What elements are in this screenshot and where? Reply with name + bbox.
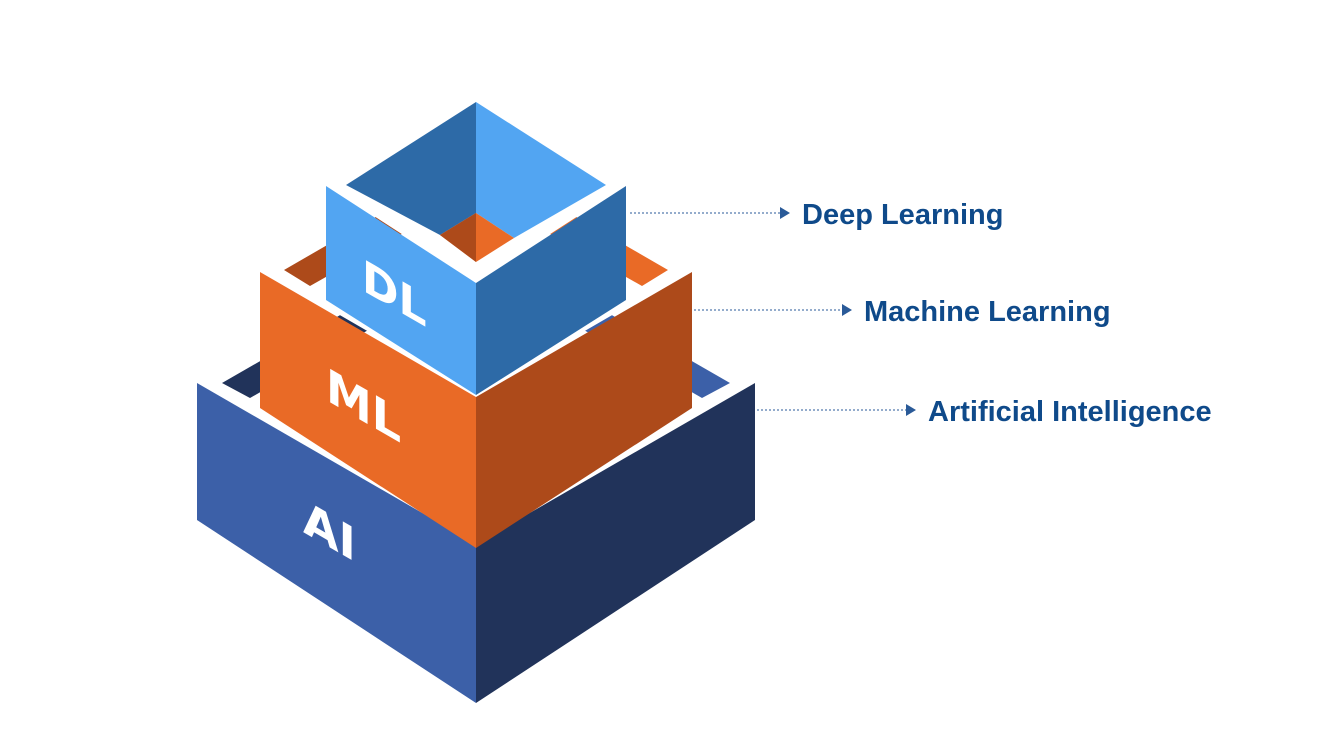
callout-artificial-intelligence-label: Artificial Intelligence xyxy=(928,396,1212,428)
ai-box-right-face xyxy=(476,383,755,703)
ml-box-right-face xyxy=(476,272,692,548)
callout-deep-learning-label: Deep Learning xyxy=(802,199,1003,231)
dl-box-left-face xyxy=(326,186,476,395)
ai-box-left-face xyxy=(197,383,476,703)
dl-box-inner-floor-glimpse-shade xyxy=(440,213,476,262)
ml-box-left-face xyxy=(260,272,476,548)
callout-machine-learning: Machine Learning xyxy=(694,296,1111,328)
callout-deep-learning-arrowhead xyxy=(780,207,790,219)
callout-machine-learning-arrowhead xyxy=(842,304,852,316)
dl-box-right-face xyxy=(476,186,626,395)
dl-box-inner-left-wall xyxy=(346,102,476,235)
dl-box: DL xyxy=(326,86,626,395)
callout-artificial-intelligence-arrowhead xyxy=(906,404,916,416)
dl-box-inner-right-wall xyxy=(476,102,606,238)
callout-artificial-intelligence: Artificial Intelligence xyxy=(757,396,1212,428)
callout-deep-learning: Deep Learning xyxy=(630,199,1003,231)
callout-machine-learning-label: Machine Learning xyxy=(864,296,1111,328)
